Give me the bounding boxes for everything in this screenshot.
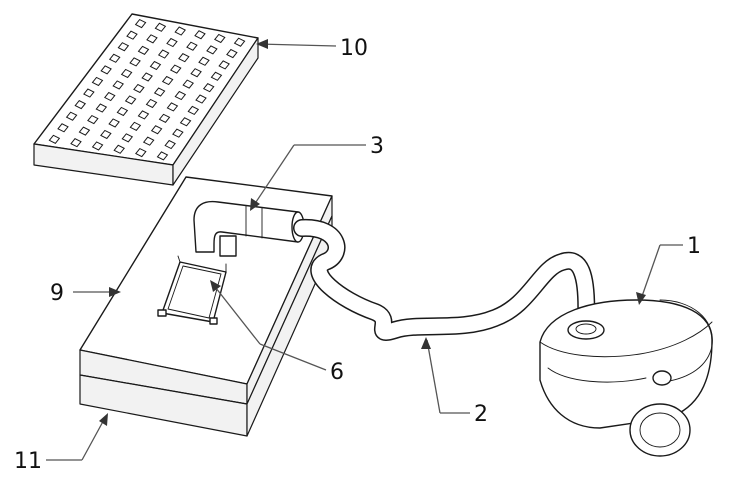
panel-hole <box>57 123 69 133</box>
panel-hole <box>108 118 120 128</box>
panel-hole <box>87 114 99 125</box>
filter-frame <box>157 255 227 325</box>
panel-hole <box>174 90 187 101</box>
panel-hole <box>117 42 130 52</box>
callout-11: 11 <box>14 449 42 474</box>
panel-hole <box>70 138 82 148</box>
panel-hole <box>74 99 87 110</box>
panel-hole <box>91 141 104 151</box>
panel-hole <box>100 65 112 75</box>
panel-hole <box>202 83 215 93</box>
panel-hole <box>108 53 121 63</box>
panel-hole <box>157 49 170 59</box>
arrowhead-2 <box>421 337 431 349</box>
panel-hole <box>214 33 226 44</box>
panel-hole <box>91 76 104 87</box>
panel-hole <box>121 133 134 143</box>
panel-hole <box>169 64 182 74</box>
panel-hole <box>95 103 108 113</box>
arrowhead-1 <box>636 292 646 305</box>
leader-1b <box>639 244 661 303</box>
panel-hole <box>124 95 137 105</box>
leader-lines <box>46 39 683 461</box>
callout-labels: 10 3 1 9 6 2 11 <box>14 36 701 474</box>
panel-hole <box>156 151 169 161</box>
panel-hole <box>65 111 78 121</box>
arrowhead-9 <box>109 287 121 297</box>
callout-10: 10 <box>340 36 368 61</box>
panel-holes <box>48 18 246 161</box>
panel-hole <box>145 98 158 109</box>
perforated-panel <box>33 13 259 186</box>
panel-hole <box>100 129 112 140</box>
flexible-hose <box>293 218 596 341</box>
panel-hole <box>135 147 147 158</box>
arrowhead-11 <box>99 413 108 426</box>
panel-hole <box>149 60 162 71</box>
leader-6b <box>211 282 261 345</box>
panel-hole <box>129 121 142 131</box>
panel-hole <box>186 41 198 51</box>
panel-hole <box>150 125 163 135</box>
arrowhead-6 <box>210 280 221 292</box>
leader-2b <box>426 339 441 414</box>
panel-hole <box>103 91 116 102</box>
panel-hole <box>137 110 150 120</box>
panel-hole <box>78 126 91 136</box>
panel-hole <box>174 26 186 36</box>
callout-6: 6 <box>330 360 344 385</box>
leader-3b <box>251 144 295 209</box>
panel-hole <box>161 75 174 86</box>
panel-hole <box>112 80 124 90</box>
callout-9: 9 <box>50 281 64 306</box>
panel-hole <box>166 37 178 48</box>
panel-hole <box>141 72 153 82</box>
panel-hole <box>113 144 125 154</box>
panel-hole <box>153 87 166 97</box>
panel-hole <box>83 88 95 98</box>
panel-hole <box>146 34 158 44</box>
leader-11b <box>81 415 107 461</box>
panel-hole <box>187 105 200 116</box>
panel-hole <box>194 30 206 40</box>
arrowhead-10 <box>256 39 268 49</box>
panel-hole <box>154 22 167 32</box>
panel-hole <box>182 79 194 89</box>
panel-hole <box>198 56 210 66</box>
vacuum-unit <box>539 299 713 457</box>
leader-6 <box>259 343 327 371</box>
panel-hole <box>133 83 145 94</box>
panel-hole <box>190 68 202 78</box>
panel-hole <box>233 37 246 47</box>
panel-hole <box>142 136 155 146</box>
callout-3: 3 <box>370 134 384 159</box>
panel-hole <box>48 134 61 144</box>
panel-hole <box>172 128 184 138</box>
panel-hole <box>178 53 190 63</box>
panel-hole <box>164 139 176 150</box>
panel-hole <box>210 71 223 81</box>
callout-1: 1 <box>687 234 701 259</box>
panel-hole <box>116 106 129 117</box>
panel-hole <box>120 68 133 79</box>
panel-hole <box>195 94 207 104</box>
panel-hole <box>137 45 150 55</box>
panel-hole <box>206 45 218 55</box>
panel-hole <box>129 57 141 67</box>
panel-hole <box>166 102 179 112</box>
panel-hole <box>126 30 138 40</box>
leader-10 <box>257 43 337 47</box>
arrowhead-3 <box>250 198 260 211</box>
panel-hole <box>158 113 171 123</box>
panel-hole <box>218 60 230 70</box>
panel-hole <box>179 117 192 127</box>
callout-2: 2 <box>474 402 488 427</box>
panel-hole <box>226 48 238 59</box>
panel-hole <box>134 18 147 29</box>
